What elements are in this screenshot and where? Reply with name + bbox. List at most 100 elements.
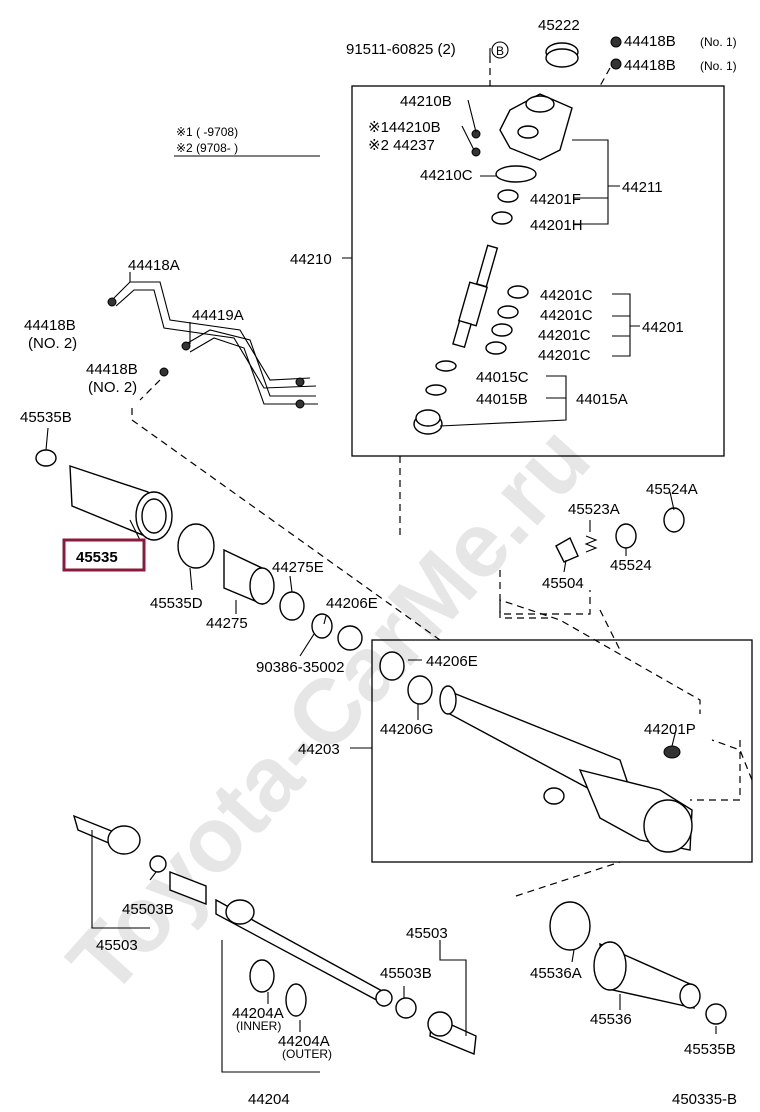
- label-44015C: 44015C: [476, 369, 529, 386]
- label-44201C-1: 44201C: [540, 287, 593, 304]
- label-44015A: 44015A: [576, 391, 628, 408]
- part-44206G-seal[interactable]: [407, 675, 433, 705]
- housing-box: [371, 639, 753, 863]
- label-45536: 45536: [590, 1011, 632, 1028]
- label-44419A: 44419A: [192, 307, 244, 324]
- label-no2-a: (NO. 2): [28, 335, 77, 352]
- part-44418B-no2-bolt[interactable]: [159, 367, 169, 377]
- label-44210B: 44210B: [400, 93, 452, 110]
- part-44203-housing[interactable]: [439, 685, 693, 853]
- part-45523A-spring[interactable]: [584, 535, 598, 553]
- label-91511: 91511-60825 (2): [346, 41, 456, 58]
- label-44201C-4: 44201C: [538, 347, 591, 364]
- label-44418B-no1-b: 44418B: [624, 57, 676, 74]
- label-44275: 44275: [206, 615, 248, 632]
- part-44015C-seal[interactable]: [435, 360, 457, 372]
- part-44418A-44419A-pipes[interactable]: [107, 281, 318, 409]
- label-44418B-no2-a: 44418B: [24, 317, 76, 334]
- label-44418B-no1-a: 44418B: [624, 33, 676, 50]
- part-44206E-bushing[interactable]: [311, 613, 363, 651]
- part-45535B-clamp-bottom[interactable]: [705, 1003, 727, 1025]
- part-44015A-bearing[interactable]: [413, 409, 443, 435]
- label-44418A: 44418A: [128, 257, 180, 274]
- part-44275E-oring[interactable]: [279, 591, 305, 621]
- label-44201F: 44201F: [530, 191, 581, 208]
- part-45503-tie-rod-end-left[interactable]: [72, 814, 141, 855]
- drawing-number: 450335-B: [672, 1091, 737, 1108]
- part-44201C-rings[interactable]: [485, 285, 529, 355]
- label-44418B-no2-b: 44418B: [86, 361, 138, 378]
- label-44211: 44211: [622, 179, 663, 196]
- label-44201C-2: 44201C: [540, 307, 593, 324]
- part-44210C-oring[interactable]: [495, 165, 537, 183]
- label-45535B-bottom: 45535B: [684, 1041, 736, 1058]
- label-44201: 44201: [642, 319, 684, 336]
- label-44206E-b: 44206E: [426, 653, 478, 670]
- part-45536-boot[interactable]: [593, 941, 701, 1009]
- label-45523A: 45523A: [568, 501, 620, 518]
- label-45536A: 45536A: [530, 965, 582, 982]
- label-44204: 44204: [248, 1091, 290, 1108]
- label-44204A-inner: 44204A: [232, 1005, 284, 1022]
- dashed-connector-2: [499, 570, 621, 651]
- label-45535D: 45535D: [150, 595, 203, 612]
- label-44206G: 44206G: [380, 721, 433, 738]
- label-44201C-3: 44201C: [538, 327, 591, 344]
- part-44015B-seal[interactable]: [425, 384, 447, 396]
- circle-b-marker: [491, 41, 509, 59]
- part-45503-tie-rod-end-right[interactable]: [427, 1011, 477, 1055]
- part-44201F-seal[interactable]: [497, 189, 519, 203]
- part-44275-sleeve[interactable]: [223, 548, 275, 606]
- part-45535D-clamp[interactable]: [177, 523, 215, 569]
- label-45222: 45222: [538, 17, 580, 34]
- part-45535B-clamp-top[interactable]: [35, 449, 57, 467]
- part-44201H-seal[interactable]: [491, 211, 513, 225]
- part-44201P-plug[interactable]: [663, 745, 681, 759]
- label-no1-a: (No. 1): [700, 35, 737, 49]
- part-44204-rack[interactable]: [215, 898, 393, 1007]
- label-44275E: 44275E: [272, 559, 324, 576]
- part-44210-valve-shaft[interactable]: [452, 244, 499, 349]
- label-45503-a: 45503: [96, 937, 138, 954]
- label-outer: (OUTER): [282, 1047, 332, 1061]
- part-45222-cap[interactable]: [545, 42, 579, 68]
- label-45503B-a: 45503B: [122, 901, 174, 918]
- label-44201P: 44201P: [644, 721, 696, 738]
- part-44204A-inner[interactable]: [249, 959, 275, 993]
- label-45535[interactable]: 45535: [76, 549, 118, 566]
- part-44211-valve-housing[interactable]: [499, 93, 573, 161]
- label-no1-b: (No. 1): [700, 59, 737, 73]
- label-45524: 45524: [610, 557, 652, 574]
- label-circle-b: B: [496, 44, 504, 58]
- part-45524-yoke[interactable]: [615, 523, 637, 549]
- part-tube-sleeve[interactable]: [169, 870, 207, 906]
- leader-lines: [45, 48, 717, 1073]
- label-44206E-a: 44206E: [326, 595, 378, 612]
- part-44204A-outer[interactable]: [285, 983, 307, 1017]
- label-44204A-outer: 44204A: [278, 1033, 330, 1050]
- part-44210B-bolt[interactable]: [471, 129, 481, 157]
- label-90386: 90386-35002: [256, 659, 344, 676]
- part-45536A-clamp[interactable]: [549, 901, 591, 951]
- part-45504-guide[interactable]: [555, 537, 579, 563]
- label-45535B-top: 45535B: [20, 409, 72, 426]
- part-44418B-bolt[interactable]: [610, 36, 622, 70]
- label-44203: 44203: [298, 741, 340, 758]
- label-144210B: ※144210B: [368, 119, 441, 136]
- valve-assembly-box: [351, 85, 725, 457]
- label-45504: 45504: [542, 575, 584, 592]
- label-45524A: 45524A: [646, 481, 698, 498]
- part-45524A-locknut[interactable]: [663, 507, 685, 533]
- label-no2-b: (NO. 2): [88, 379, 137, 396]
- label-44237: ※2 44237: [368, 137, 435, 154]
- label-inner: (INNER): [236, 1019, 281, 1033]
- highlight-box-45535[interactable]: [62, 538, 146, 572]
- label-44210C: 44210C: [420, 167, 473, 184]
- part-45535-boot[interactable]: [69, 465, 173, 541]
- part-45503B-nut-right[interactable]: [395, 997, 417, 1019]
- label-44015B: 44015B: [476, 391, 528, 408]
- label-45503-b: 45503: [406, 925, 448, 942]
- part-44206E-seal-housing[interactable]: [379, 651, 405, 681]
- part-45503B-nut-left[interactable]: [149, 855, 167, 873]
